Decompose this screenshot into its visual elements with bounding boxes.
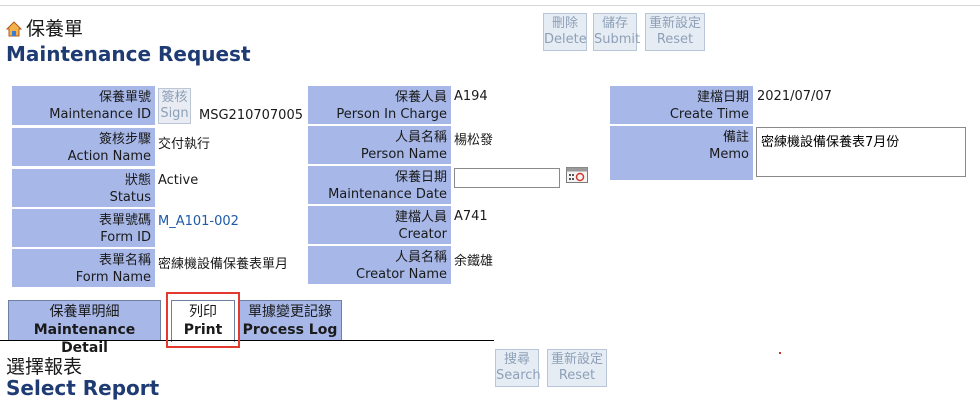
page-title-en: Maintenance Request (6, 42, 251, 66)
calendar-icon[interactable] (566, 167, 588, 183)
action-name-value: 交付執行 (158, 137, 211, 152)
person-in-charge-label: 保養人員 Person In Charge (308, 86, 451, 124)
tab-process-log-en: Process Log (242, 322, 338, 338)
maintenance-id-label-en: Maintenance ID (49, 107, 151, 122)
memo-label-en: Memo (709, 147, 749, 162)
create-time-label-cn: 建檔日期 (696, 90, 749, 105)
delete-label-cn: 刪除 (551, 16, 578, 31)
creator-label-en: Creator (398, 227, 448, 242)
search-label-cn: 搜尋 (503, 352, 530, 367)
maintenance-id-label-cn: 保養單號 (98, 90, 151, 105)
submit-label-en: Submit (594, 32, 641, 47)
form-id-label-en: Form ID (100, 230, 151, 245)
form-name-label-en: Form Name (75, 270, 151, 285)
memo-textarea[interactable]: 密練機設備保養表7月份 (756, 127, 966, 177)
action-name-label: 簽核步驟 Action Name (12, 128, 155, 166)
select-report-title-en: Select Report (6, 376, 160, 400)
create-time-label: 建檔日期 Create Time (610, 86, 753, 124)
create-time-label-en: Create Time (669, 107, 749, 122)
page-title-cn: 保養單 (6, 14, 83, 41)
sign-label-cn: 簽核 (161, 90, 188, 105)
status-label: 狀態 Status (12, 169, 155, 207)
create-time-value: 2021/07/07 (757, 89, 832, 104)
maintenance-id-label: 保養單號 Maintenance ID (12, 86, 155, 125)
action-name-label-en: Action Name (67, 149, 151, 164)
creator-label-cn: 建檔人員 (394, 210, 447, 225)
form-id-label: 表單號碼 Form ID (12, 209, 155, 247)
maintenance-date-label-en: Maintenance Date (328, 187, 447, 202)
print-tab-highlight (166, 292, 240, 348)
person-in-charge-value: A194 (454, 89, 488, 104)
tab-baseline (0, 340, 494, 341)
form-name-label: 表單名稱 Form Name (12, 249, 155, 287)
tab-process-log-cn: 單據變更記錄 (248, 304, 332, 320)
tab-print[interactable]: 列印 Print (171, 300, 235, 342)
reset-label-en: Reset (656, 32, 694, 47)
maintenance-id-value: MSG210707005 (199, 108, 303, 123)
person-name-label: 人員名稱 Person Name (308, 126, 451, 164)
tab-process-log[interactable]: 單據變更記錄 Process Log (238, 300, 342, 340)
creator-name-value: 余鐵雄 (454, 254, 494, 269)
status-label-cn: 狀態 (124, 173, 151, 188)
form-name-value: 密練機設備保養表單月 (158, 257, 289, 272)
tab-print-cn: 列印 (189, 304, 217, 320)
creator-value: A741 (454, 209, 488, 224)
form-id-link[interactable]: M_A101-002 (158, 214, 239, 229)
home-icon (6, 21, 22, 37)
creator-name-label-cn: 人員名稱 (394, 250, 447, 265)
tab-print-en: Print (183, 322, 223, 338)
stray-dot (779, 352, 781, 354)
submit-button[interactable]: 儲存 Submit (593, 13, 641, 51)
creator-label: 建檔人員 Creator (308, 206, 451, 244)
creator-name-label: 人員名稱 Creator Name (308, 246, 451, 284)
sign-label-en: Sign (160, 106, 189, 121)
person-name-label-cn: 人員名稱 (394, 130, 447, 145)
search-label-en: Search (496, 368, 541, 383)
search-button[interactable]: 搜尋 Search (495, 349, 541, 387)
reset-label-cn: 重新設定 (648, 16, 701, 31)
creator-name-label-en: Creator Name (356, 267, 447, 282)
title-cn-text: 保養單 (26, 18, 84, 40)
tab-maintenance-detail-cn: 保養單明細 (49, 304, 120, 320)
tab-maintenance-detail-en: Maintenance Detail (33, 322, 136, 356)
report-reset-label-en: Reset (558, 368, 596, 383)
person-name-value: 楊松發 (454, 133, 494, 148)
report-reset-label-cn: 重新設定 (550, 352, 603, 367)
submit-label-cn: 儲存 (601, 16, 628, 31)
tab-maintenance-detail[interactable]: 保養單明細 Maintenance Detail (8, 300, 161, 356)
action-name-label-cn: 簽核步驟 (98, 132, 151, 147)
maintenance-date-label: 保養日期 Maintenance Date (308, 166, 451, 204)
select-report-title-cn: 選擇報表 (6, 356, 83, 378)
person-name-label-en: Person Name (360, 147, 447, 162)
report-reset-button[interactable]: 重新設定 Reset (547, 349, 607, 387)
delete-button[interactable]: 刪除 Delete (543, 13, 587, 51)
person-in-charge-label-cn: 保養人員 (394, 90, 447, 105)
top-divider (0, 5, 980, 6)
sign-button[interactable]: 簽核 Sign (158, 88, 191, 124)
delete-label-en: Delete (544, 32, 587, 47)
status-value: Active (158, 173, 199, 188)
memo-label: 備註 Memo (610, 126, 753, 180)
reset-button[interactable]: 重新設定 Reset (645, 13, 705, 51)
person-in-charge-label-en: Person In Charge (336, 107, 447, 122)
form-name-label-cn: 表單名稱 (98, 253, 151, 268)
form-id-label-cn: 表單號碼 (98, 213, 151, 228)
status-label-en: Status (109, 190, 151, 205)
memo-label-cn: 備註 (722, 130, 749, 145)
maintenance-date-label-cn: 保養日期 (394, 170, 447, 185)
maintenance-date-input[interactable] (454, 168, 560, 188)
